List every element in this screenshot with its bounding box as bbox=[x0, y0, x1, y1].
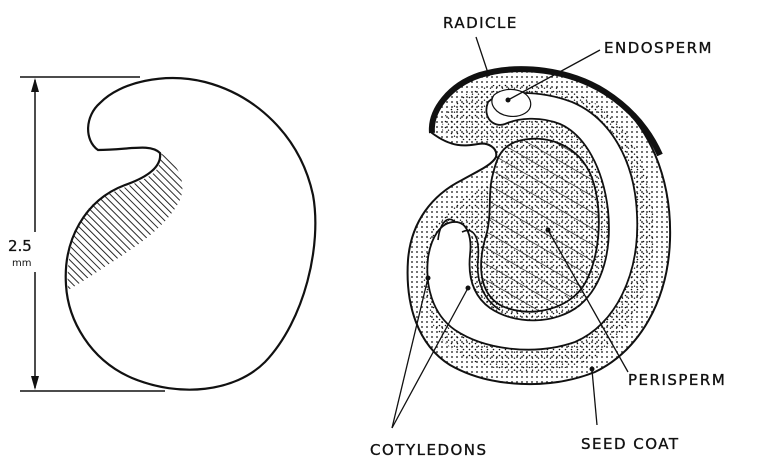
arrow-down-icon bbox=[31, 376, 39, 390]
external-seed-view: 2.5 mm bbox=[8, 77, 315, 391]
label-cotyledons: COTYLEDONS bbox=[370, 441, 488, 459]
label-perisperm: PERISPERM bbox=[628, 371, 726, 389]
dimension-value: 2.5 bbox=[8, 237, 32, 255]
label-seed-coat: SEED COAT bbox=[581, 435, 680, 453]
dimension-unit: mm bbox=[12, 258, 31, 269]
hilum-shading bbox=[68, 153, 183, 290]
label-endosperm: ENDOSPERM bbox=[604, 39, 713, 57]
sectional-seed-view: RADICLE ENDOSPERM PERISPERM COTYLEDONS S… bbox=[370, 14, 726, 459]
perisperm bbox=[481, 139, 599, 312]
radicle-tip bbox=[492, 89, 531, 116]
label-radicle: RADICLE bbox=[443, 14, 518, 32]
arrow-up-icon bbox=[31, 78, 39, 92]
